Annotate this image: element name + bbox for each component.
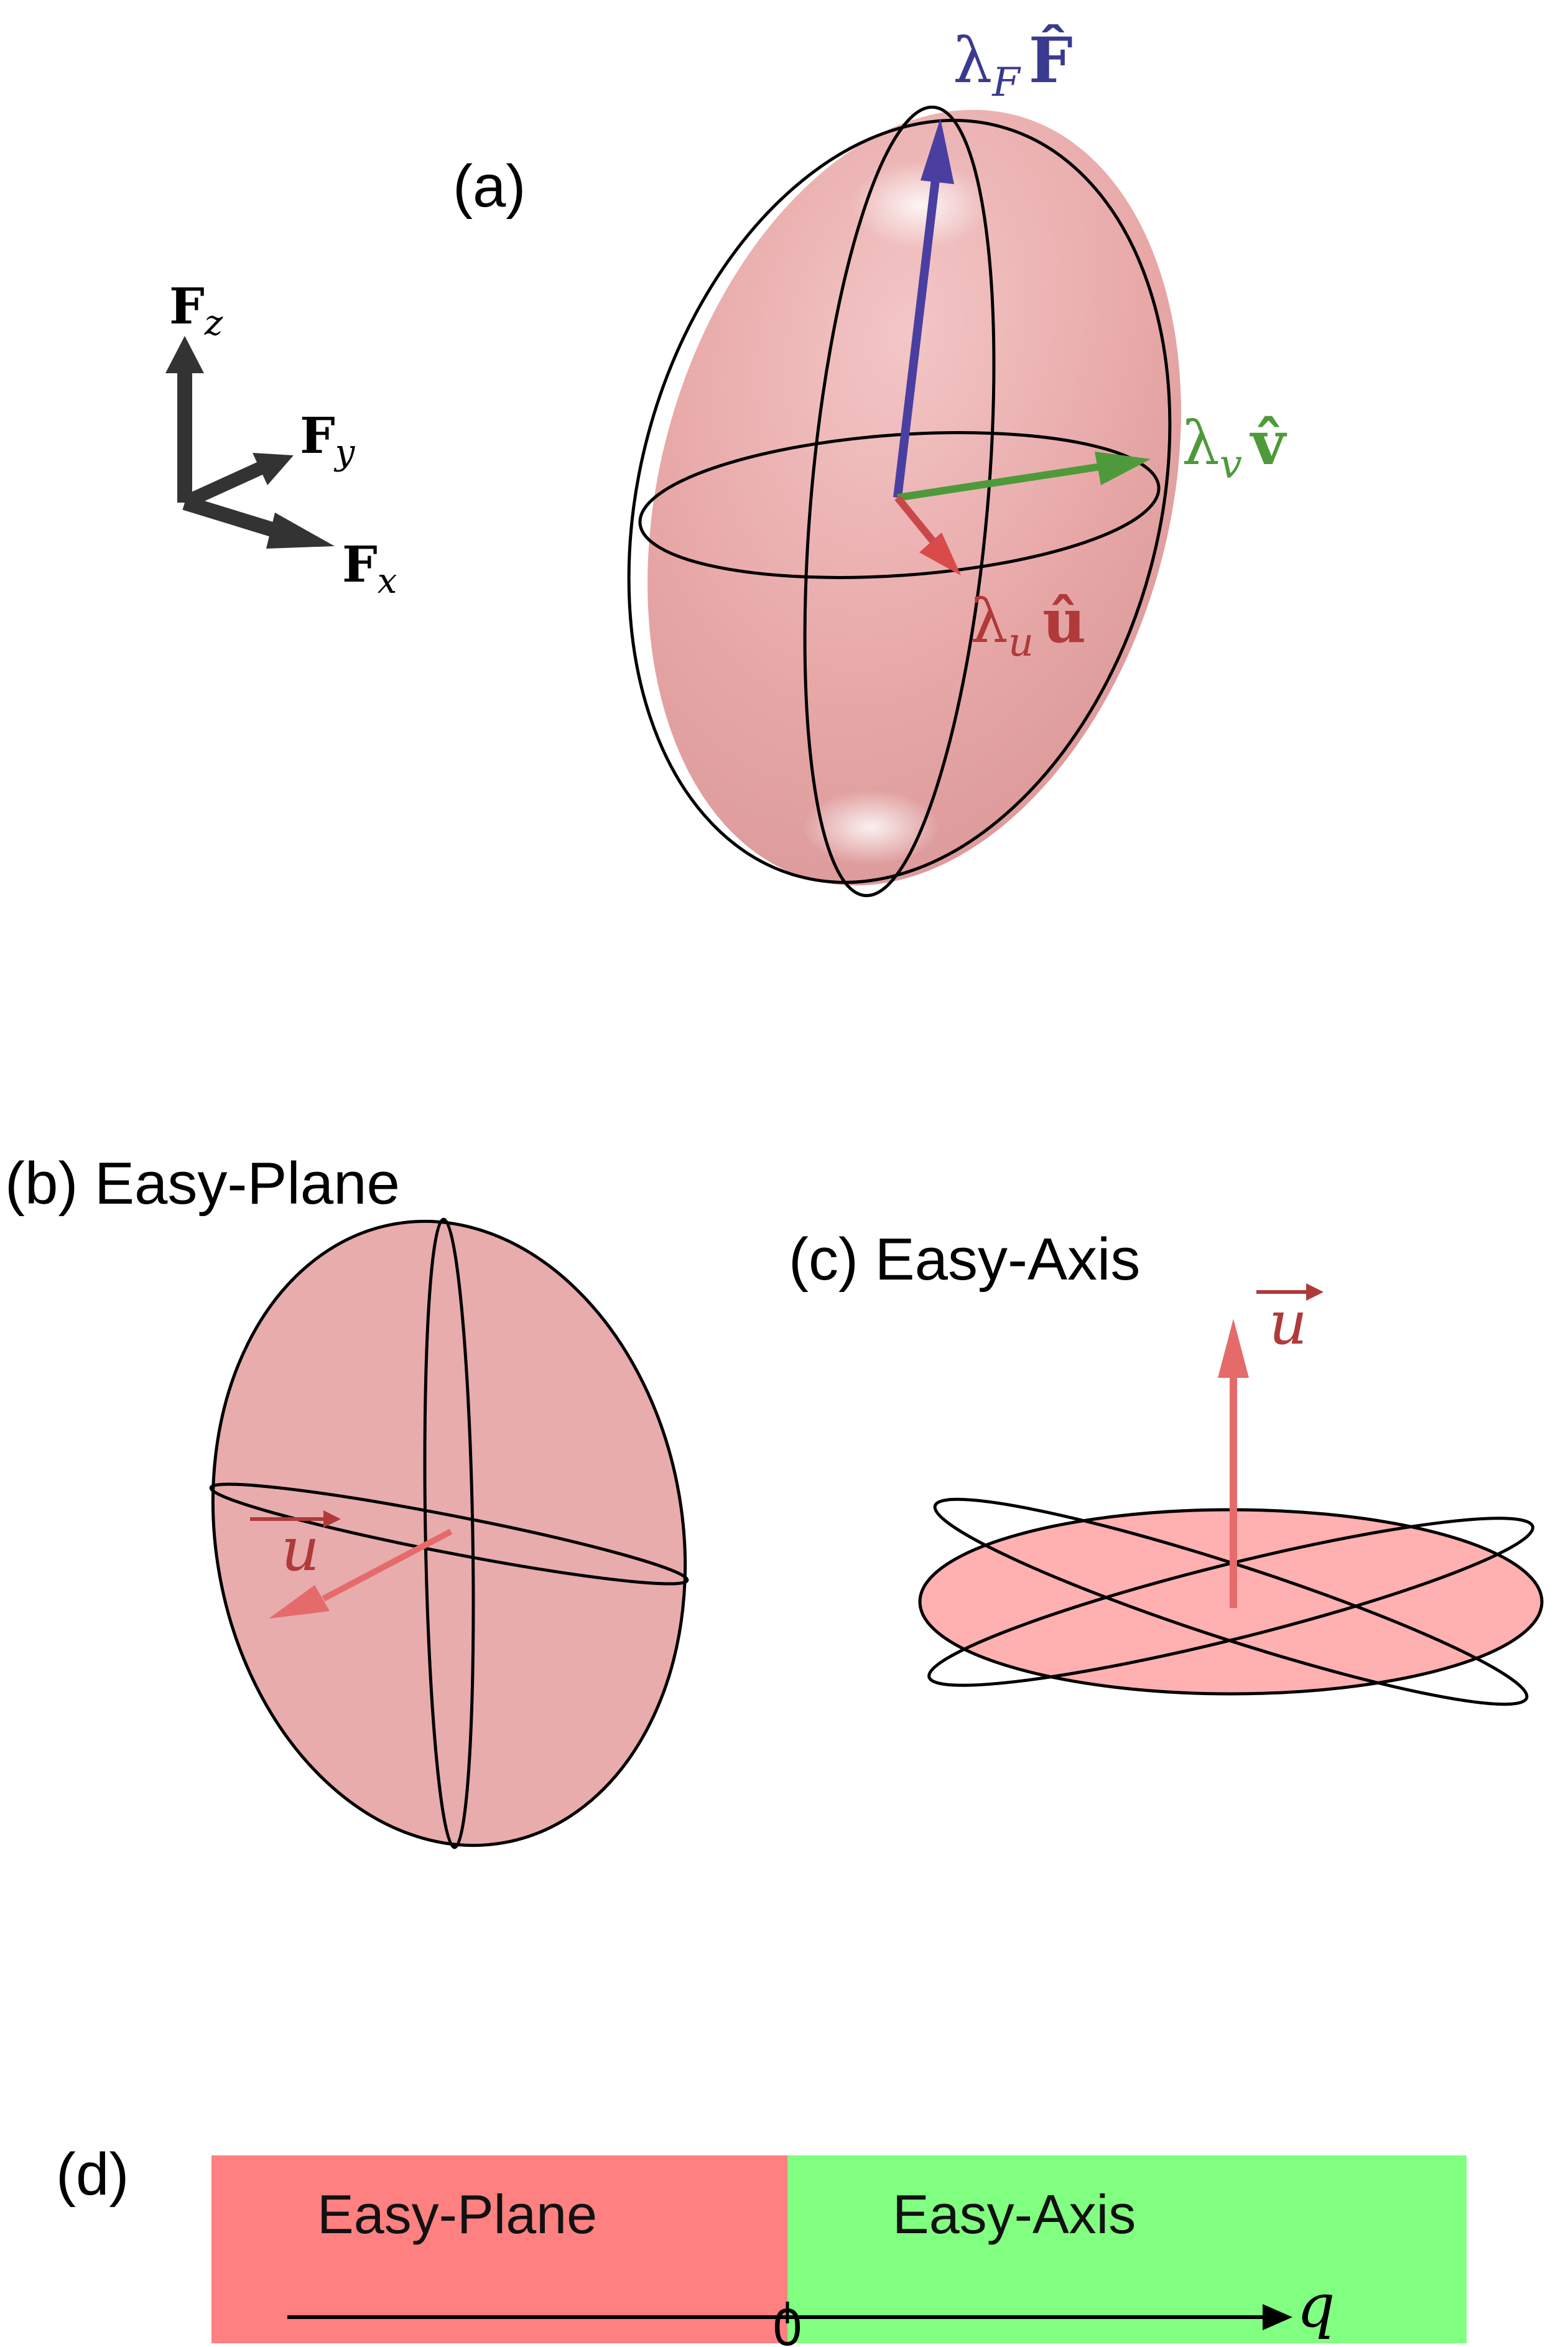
vector-F-arrowhead — [921, 118, 954, 184]
vector-u-b-overarrow-head — [323, 1510, 341, 1528]
axis-triad: Fz Fy Fx — [165, 277, 397, 602]
disk-c-ring-2 — [927, 1517, 1534, 1687]
panel-b-label: (b) Easy-Plane — [5, 1150, 400, 1217]
panel-d-label: (d) — [56, 2141, 129, 2208]
z-axis-label: Fz — [169, 277, 223, 343]
panel-c: (c) Easy-Axis u — [789, 1226, 1544, 1706]
vector-u-c-arrowhead — [1218, 1319, 1249, 1378]
ellipsoid-a-inner-meridian — [803, 105, 996, 898]
q-axis-arrowhead — [1263, 2304, 1292, 2330]
x-axis-shaft — [182, 495, 282, 539]
q-axis-label: q — [1297, 2271, 1335, 2341]
y-axis-shaft — [182, 461, 264, 509]
disk-c-ring-1 — [933, 1497, 1529, 1706]
x-axis-arrowhead — [266, 513, 335, 549]
panel-b: (b) Easy-Plane u — [5, 1150, 689, 1849]
vector-u-shaft — [894, 495, 936, 544]
ellipsoid-a-equator — [638, 431, 1161, 579]
vector-u-c-label: u — [1269, 1288, 1307, 1358]
panel-c-label: (c) Easy-Axis — [789, 1226, 1140, 1293]
y-axis-arrowhead — [253, 453, 294, 485]
region-easy-plane — [211, 2155, 787, 2343]
vector-u-b: u — [250, 1510, 453, 1619]
region-easy-plane-label: Easy-Plane — [317, 2183, 597, 2245]
ellipsoid-b-meridian — [423, 1217, 475, 1849]
vector-u-b-label: u — [281, 1515, 320, 1584]
vector-v-shaft — [897, 463, 1102, 501]
ellipsoid-a-highlight-bottom — [802, 790, 939, 865]
region-easy-axis — [787, 2155, 1467, 2343]
ellipsoid-a-outer-meridian — [627, 119, 1172, 884]
q-axis-zero-label: 0 — [773, 2298, 802, 2347]
panel-d: (d) Easy-Plane Easy-Axis 0 q — [56, 2141, 1467, 2347]
vector-u-c-overarrow-head — [1306, 1283, 1324, 1301]
vector-F-shaft — [893, 174, 940, 498]
z-axis-arrowhead — [165, 336, 204, 373]
x-axis-label: Fx — [342, 535, 397, 602]
vector-u-arrowhead — [919, 532, 961, 575]
ellipsoid-a-highlight-top — [852, 162, 989, 249]
vector-u-c: u — [1218, 1283, 1324, 1608]
panel-a: (a) Fz Fy Fx — [165, 24, 1287, 898]
vector-u-b-arrowhead — [269, 1585, 330, 1619]
vector-u-b-shaft — [322, 1528, 453, 1602]
ellipsoid-b-equator — [209, 1482, 689, 1586]
vector-v-arrowhead — [1095, 452, 1151, 485]
y-axis-label: Fy — [300, 406, 356, 473]
panel-a-label: (a) — [453, 153, 526, 220]
region-easy-axis-label: Easy-Axis — [893, 2183, 1136, 2245]
